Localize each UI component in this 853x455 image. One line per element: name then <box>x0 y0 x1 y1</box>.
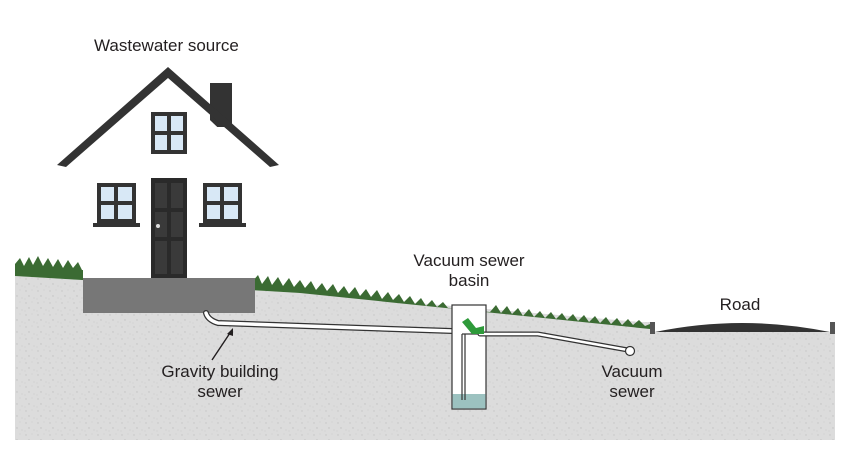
attic-window <box>151 112 187 154</box>
foundation <box>83 278 255 313</box>
label-gravity-line1: Gravity building <box>161 362 279 381</box>
label-vacuum-basin-line2: basin <box>448 271 490 290</box>
label-vacuum-sewer-basin: Vacuum sewer basin <box>396 251 542 291</box>
label-gravity-line2: sewer <box>197 382 243 401</box>
road-icon <box>650 322 835 334</box>
valve-icon <box>462 318 484 334</box>
label-gravity-building-sewer: Gravity building sewer <box>140 362 300 402</box>
label-road: Road <box>719 295 761 314</box>
left-window <box>93 183 140 227</box>
label-vacuum-sewer: Vacuum sewer <box>585 362 679 402</box>
pointer-arrow <box>211 328 233 361</box>
pipe-end-cap <box>624 345 636 357</box>
label-vacuum-basin-line1: Vacuum sewer <box>413 251 525 270</box>
label-wastewater-source: Wastewater source <box>94 36 239 55</box>
label-vacuum-sewer-line1: Vacuum <box>601 362 663 381</box>
door <box>151 178 187 278</box>
right-window <box>199 183 246 227</box>
house-icon <box>57 67 279 313</box>
grass-strip <box>15 256 650 329</box>
ground <box>15 276 835 440</box>
label-vacuum-sewer-line2: sewer <box>609 382 655 401</box>
